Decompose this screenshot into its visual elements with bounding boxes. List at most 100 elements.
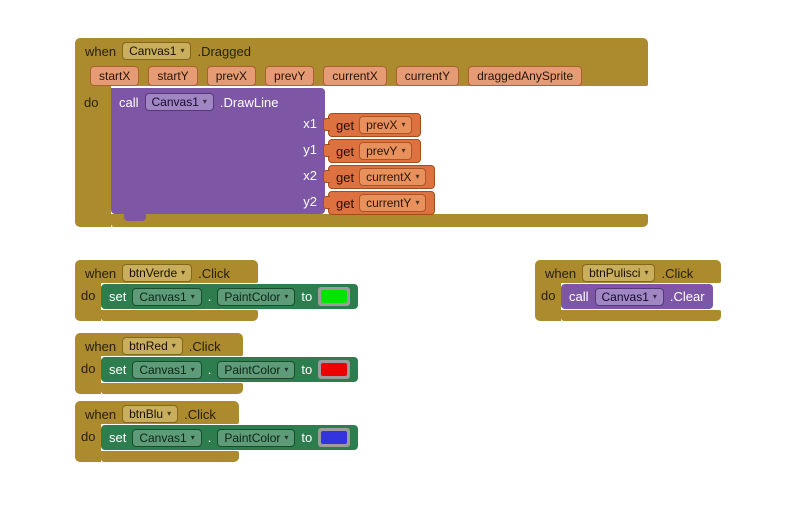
event-block-header: when Canvas1 ▾ .Dragged [75,38,648,61]
component-name: Canvas1 [139,289,187,304]
event-block-btnred-click[interactable]: when btnRed ▾ .Click [75,333,243,356]
component-dropdown[interactable]: btnRed ▾ [122,337,183,355]
chevron-down-icon: ▾ [401,146,406,155]
chevron-down-icon: ▾ [190,432,195,442]
component-dropdown[interactable]: Canvas1 ▾ [132,428,202,447]
component-dropdown[interactable]: Canvas1 ▾ [594,287,664,306]
arg-label-y1: y1 [303,142,317,157]
property-name: PaintColor [224,289,281,304]
property-name: PaintColor [224,362,281,377]
do-keyword: do [81,288,96,303]
event-block-bottom[interactable] [101,310,258,321]
event-block-do-strip[interactable]: do [75,356,101,394]
red-color-swatch [321,363,348,376]
chevron-down-icon: ▾ [415,198,420,207]
set-paintcolor-red-block[interactable]: set Canvas1 ▾ . PaintColor ▾ to [101,357,359,382]
event-block-bottom[interactable] [561,310,721,321]
event-param-prevy[interactable]: prevY [265,66,315,86]
get-currenty-block[interactable]: get currentY ▾ [323,191,436,215]
chevron-down-icon: ▾ [415,172,420,181]
component-name: Canvas1 [139,430,187,445]
event-name: .Dragged [197,43,251,59]
set-paintcolor-blue-block[interactable]: set Canvas1 ▾ . PaintColor ▾ to [101,425,359,450]
component-dropdown[interactable]: btnPulisci ▾ [582,264,656,282]
chevron-down-icon: ▾ [644,268,649,277]
get-keyword: get [336,117,355,133]
arg-label-y2: y2 [303,194,317,209]
event-block-btnverde-click[interactable]: when btnVerde ▾ .Click [75,260,258,283]
event-block-header: when btnBlu ▾ .Click [75,401,239,424]
property-dropdown[interactable]: PaintColor ▾ [217,360,296,379]
event-block-bottom[interactable] [101,383,243,394]
event-param-startx[interactable]: startX [90,66,140,86]
do-keyword: do [81,429,96,444]
get-currentx-block[interactable]: get currentX ▾ [323,165,436,189]
event-param-prevx[interactable]: prevX [206,66,257,86]
variable-dropdown[interactable]: currentX ▾ [359,168,427,186]
set-keyword: set [109,430,127,445]
variable-dropdown[interactable]: prevX ▾ [359,116,413,134]
property-dropdown[interactable]: PaintColor ▾ [217,428,296,447]
get-prevy-block[interactable]: get prevY ▾ [323,139,422,163]
arg-label-x2: x2 [303,168,317,183]
event-block-do-strip[interactable]: do [75,86,111,227]
component-dropdown[interactable]: btnVerde ▾ [122,264,193,282]
event-block-btnpulisci-click[interactable]: when btnPulisci ▾ .Click [535,260,721,283]
component-name: Canvas1 [139,362,187,377]
component-dropdown[interactable]: Canvas1 ▾ [132,287,202,306]
event-block-btnblu-click[interactable]: when btnBlu ▾ .Click [75,401,239,424]
to-keyword: to [301,430,313,445]
green-color-swatch [321,290,348,303]
chevron-down-icon: ▾ [190,364,195,374]
event-block-do-strip[interactable]: do [535,283,561,321]
call-drawline-block[interactable]: call Canvas1 ▾ .DrawLine x1 y1 x2 y2 [111,88,325,221]
event-block-canvas1-dragged[interactable]: when Canvas1 ▾ .Dragged startX startY pr… [75,38,648,86]
color-block-green[interactable] [318,287,351,306]
event-param-currentx[interactable]: currentX [323,66,387,86]
event-param-draggedanysprite[interactable]: draggedAnySprite [468,66,583,86]
event-params-row: startX startY prevX prevY currentX curre… [75,61,648,86]
call-keyword: call [119,94,139,110]
component-dropdown[interactable]: Canvas1 ▾ [144,93,214,111]
arg-label-x1: x1 [303,116,317,131]
event-param-starty[interactable]: startY [148,66,198,86]
component-name: btnBlu [129,407,164,421]
do-keyword: do [81,361,96,376]
component-dropdown[interactable]: Canvas1 ▾ [122,42,192,60]
component-dropdown[interactable]: Canvas1 ▾ [132,360,202,379]
component-dropdown[interactable]: btnBlu ▾ [122,405,179,423]
call-clear-block[interactable]: call Canvas1 ▾ .Clear [561,284,713,309]
variable-name: currentX [366,170,412,184]
get-keyword: get [336,195,355,211]
event-name: .Click [198,265,230,281]
to-keyword: to [301,289,313,304]
variable-dropdown[interactable]: currentY ▾ [359,194,427,212]
chevron-down-icon: ▾ [180,46,185,55]
do-keyword: do [84,95,99,110]
color-block-blue[interactable] [318,428,351,447]
when-keyword: when [545,265,577,281]
block-connector-bump [124,214,146,221]
chevron-down-icon: ▾ [401,120,406,129]
event-block-bottom[interactable] [111,214,648,227]
blue-color-swatch [321,431,348,444]
to-keyword: to [301,362,313,377]
event-block-do-strip[interactable]: do [75,283,101,321]
event-block-bottom[interactable] [101,451,239,462]
property-dropdown[interactable]: PaintColor ▾ [217,287,296,306]
chevron-down-icon: ▾ [284,364,289,374]
event-param-currenty[interactable]: currentY [395,66,460,86]
variable-dropdown[interactable]: prevY ▾ [359,142,413,160]
component-name: Canvas1 [601,289,649,304]
do-keyword: do [541,288,556,303]
event-block-do-strip[interactable]: do [75,424,101,462]
block-plug [323,170,330,183]
when-keyword: when [85,406,117,422]
set-paintcolor-green-block[interactable]: set Canvas1 ▾ . PaintColor ▾ to [101,284,359,309]
dot-separator: . [207,362,212,377]
color-block-red[interactable] [318,360,351,379]
when-keyword: when [85,43,117,59]
method-name: .Clear [669,289,705,304]
get-prevx-block[interactable]: get prevX ▾ [323,113,422,137]
